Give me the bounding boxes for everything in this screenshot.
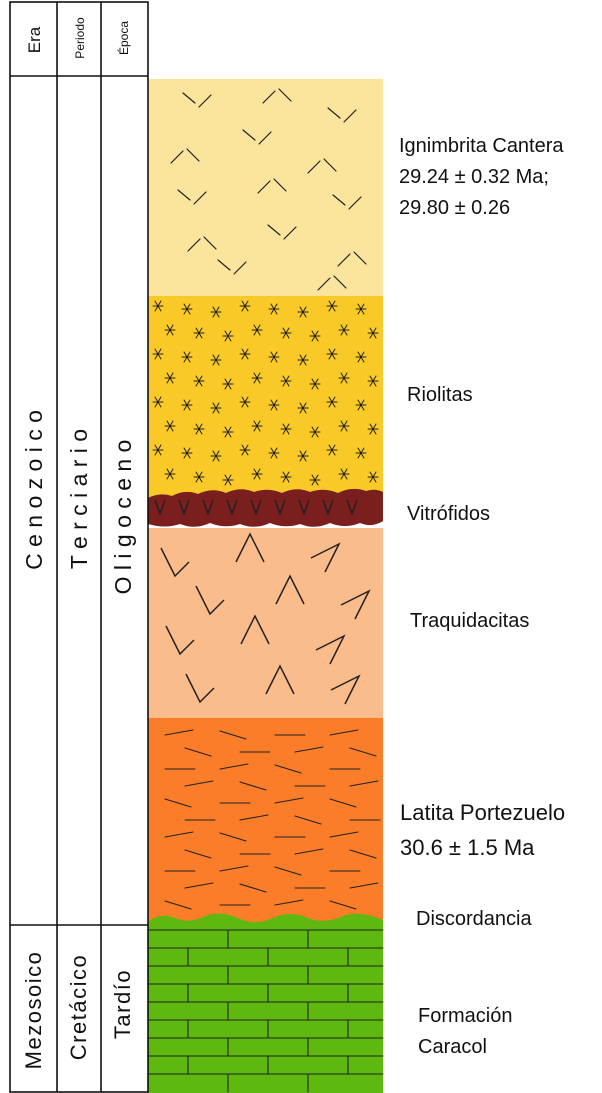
label-riolitas: Riolitas bbox=[407, 384, 473, 406]
era-mezosoico: Mezosoico bbox=[21, 951, 46, 1070]
label-caracol-1: Formación bbox=[418, 1005, 512, 1027]
epoca-tardio: Tardío bbox=[110, 969, 135, 1039]
label-discordancia: Discordancia bbox=[416, 908, 532, 930]
layer-traquidacitas bbox=[148, 528, 383, 718]
label-vitrofidos: Vitrófidos bbox=[407, 503, 490, 525]
label-ignimbrita-age1: 29.24 ± 0.32 Ma; bbox=[399, 166, 549, 188]
periodo-cretacico: Cretácico bbox=[66, 954, 91, 1060]
layer-vitrofidos bbox=[148, 489, 383, 527]
label-ignimbrita-name: Ignimbrita Cantera bbox=[399, 135, 564, 157]
era-cenozoico: C e n o z o i c o bbox=[21, 410, 47, 570]
label-caracol-2: Caracol bbox=[418, 1036, 487, 1058]
header-epoca: Época bbox=[116, 21, 131, 55]
header-era: Era bbox=[25, 26, 44, 53]
label-latita-name: Latita Portezuelo bbox=[400, 800, 565, 825]
lithology-column bbox=[148, 79, 383, 1093]
label-latita-age: 30.6 ± 1.5 Ma bbox=[400, 835, 535, 860]
label-ignimbrita-age2: 29.80 ± 0.26 bbox=[399, 197, 510, 219]
layer-ignimbrita-cantera bbox=[148, 79, 383, 296]
epoca-oligoceno: O l i g o c e n o bbox=[110, 440, 136, 595]
layer-riolitas bbox=[148, 296, 383, 500]
periodo-terciario: T e r c i a r i o bbox=[66, 429, 92, 569]
label-traquidacitas: Traquidacitas bbox=[410, 610, 529, 632]
header-periodo: Periodo bbox=[73, 17, 87, 59]
